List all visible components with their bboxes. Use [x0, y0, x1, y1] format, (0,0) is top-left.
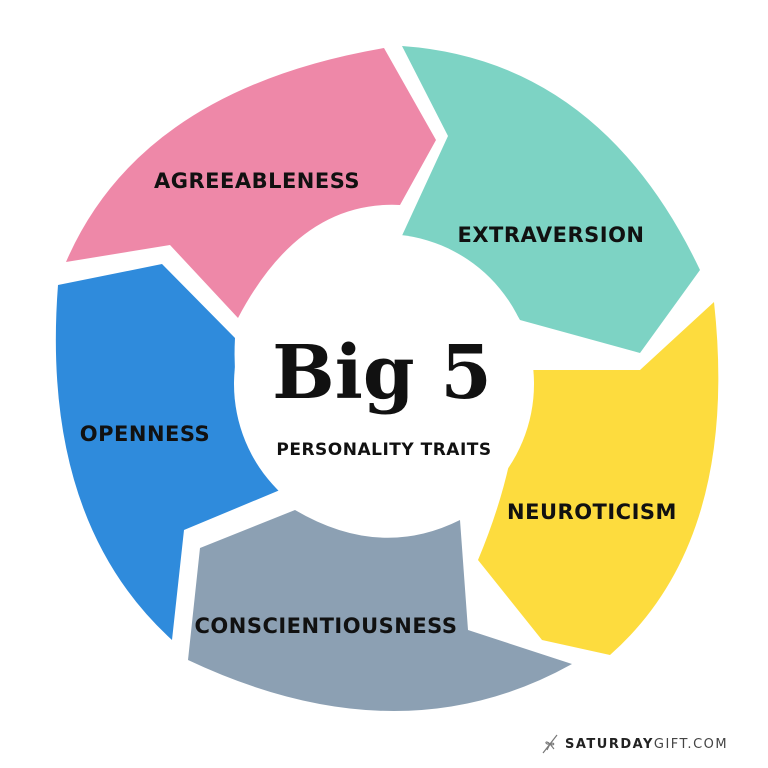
title-main: Big 5: [272, 330, 492, 416]
brand-name-light: GIFT.COM: [653, 736, 729, 752]
segment-extraversion: [400, 46, 700, 353]
gift-bow-icon: [542, 734, 558, 754]
title-subtitle: PERSONALITY TRAITS: [276, 440, 491, 460]
segment-neuroticism: [478, 302, 719, 655]
brand-logo: SATURDAYGIFT.COM: [541, 733, 728, 755]
label-neuroticism: NEUROTICISM: [507, 500, 677, 524]
center-circle: [234, 234, 534, 534]
segment-agreeableness: [66, 48, 436, 318]
label-agreeableness: AGREEABLENESS: [154, 169, 360, 193]
label-openness: OPENNESS: [80, 422, 210, 446]
label-extraversion: EXTRAVERSION: [458, 223, 645, 247]
segment-openness: [55, 264, 281, 640]
label-conscientiousness: CONSCIENTIOUSNESS: [194, 614, 457, 638]
segment-conscientiousness: [188, 510, 572, 712]
brand-name-bold: SATURDAY: [565, 736, 654, 752]
